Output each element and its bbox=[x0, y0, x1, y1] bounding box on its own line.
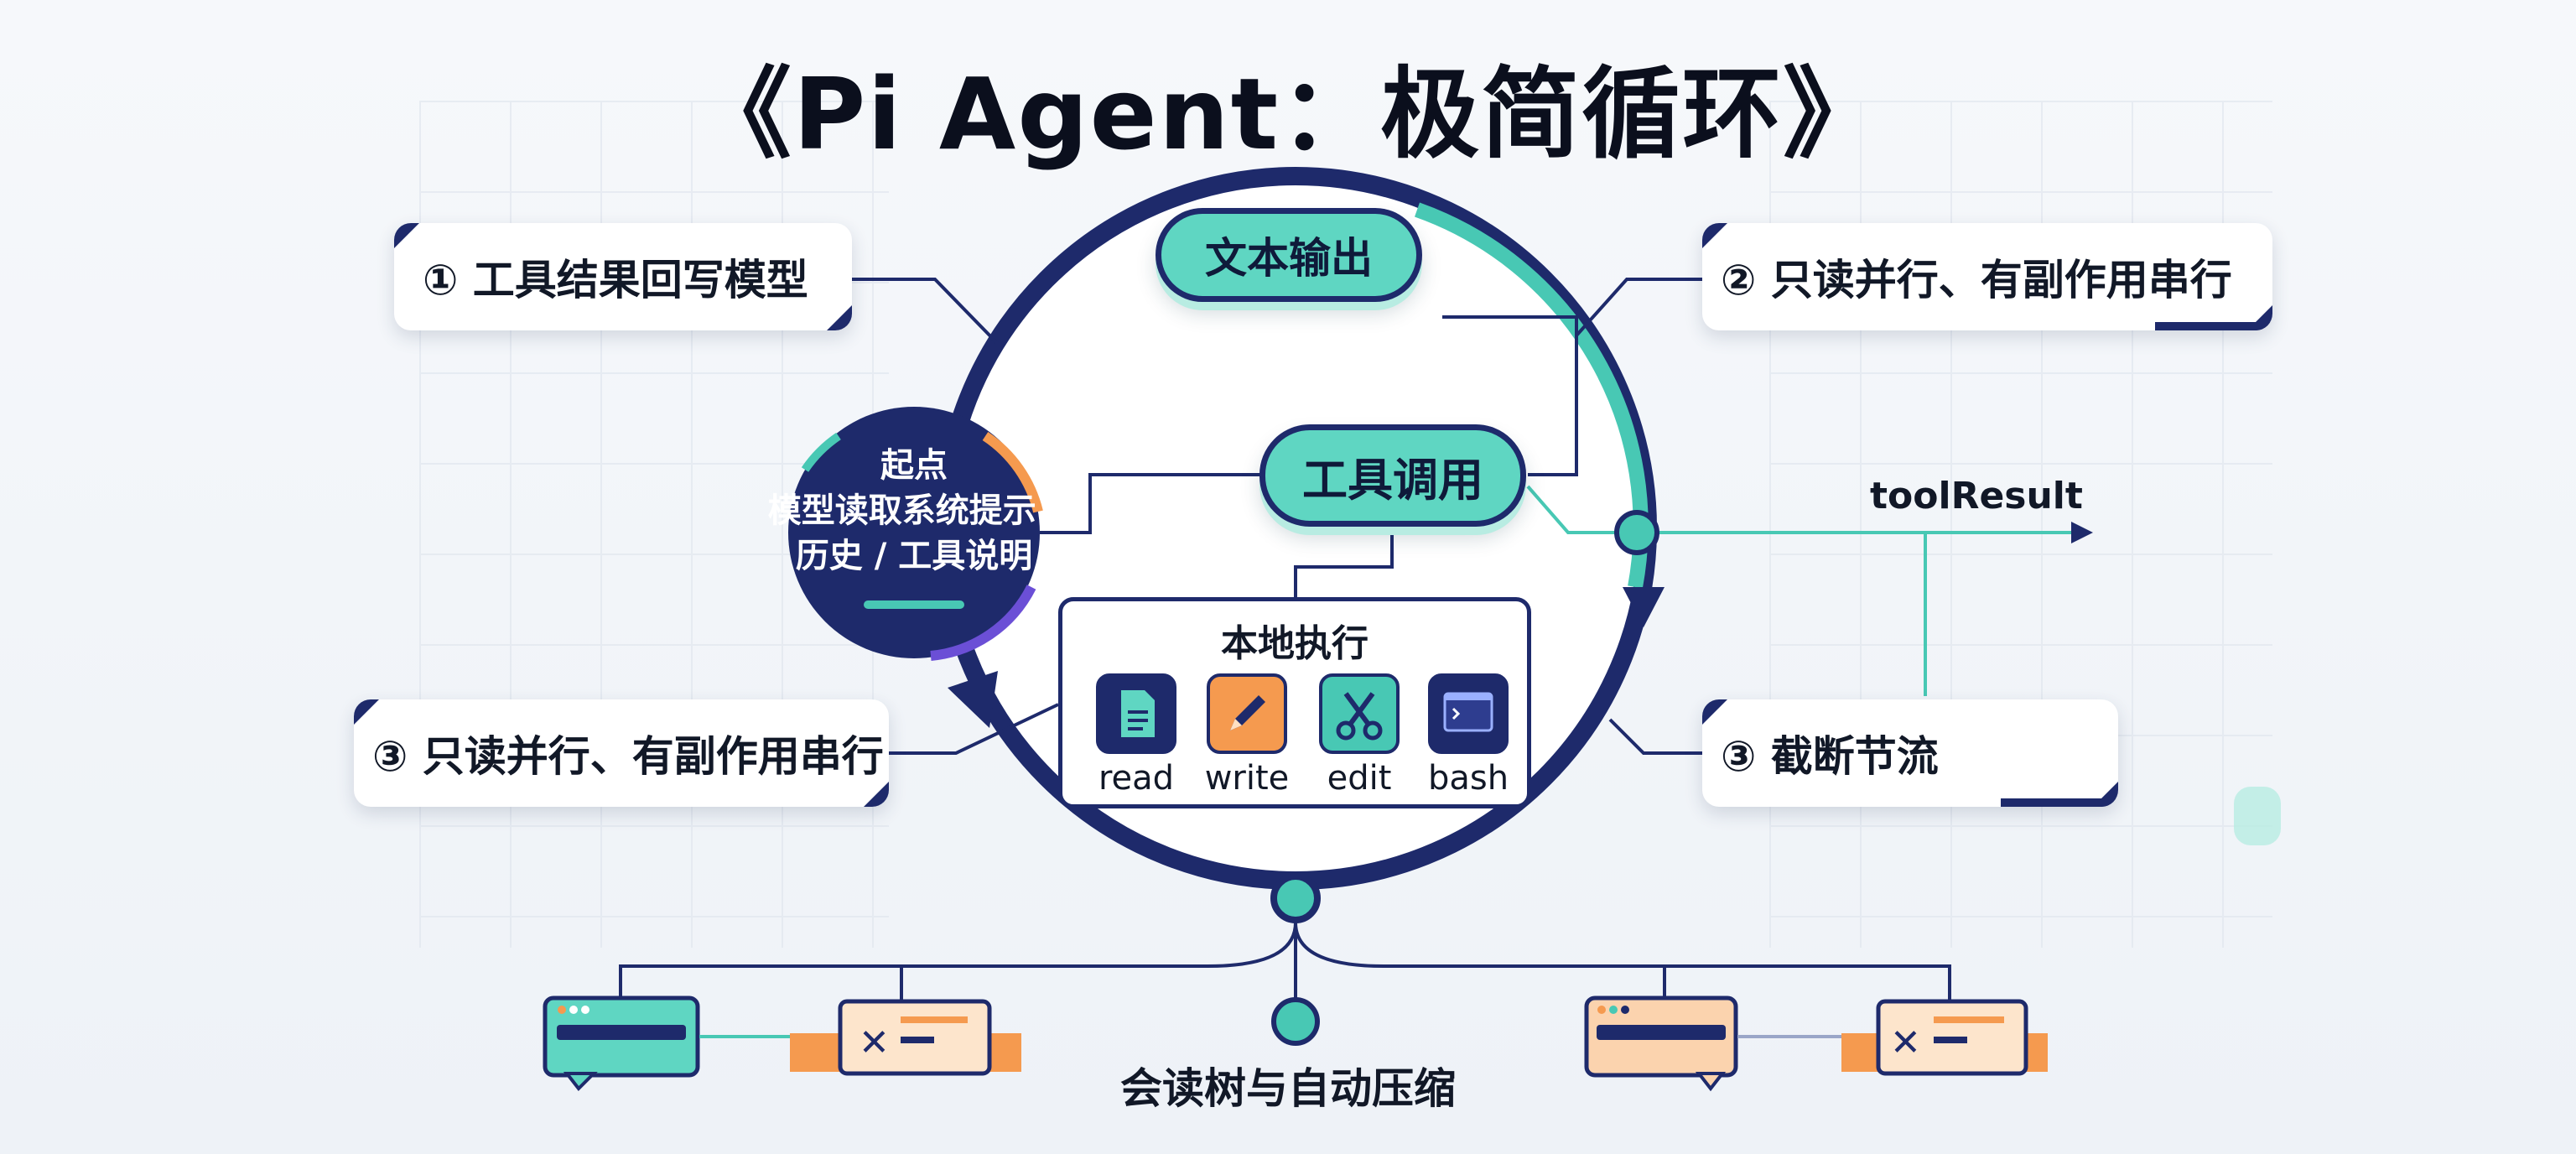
tool-result-label: toolResult bbox=[1870, 475, 2083, 517]
callout-accent bbox=[2001, 798, 2118, 807]
start-desc-line-2: 历史 / 工具说明 bbox=[795, 537, 1033, 575]
chat-bubble-right bbox=[1584, 995, 1738, 1092]
svg-text:✕: ✕ bbox=[859, 1021, 890, 1064]
tree-branch-right bbox=[1294, 922, 1951, 1003]
pencil-icon bbox=[1207, 673, 1287, 754]
page-title: 《Pi Agent：极简循环》 bbox=[692, 56, 1884, 172]
connector-bottom-right bbox=[1608, 718, 1702, 755]
start-teal-arc bbox=[801, 432, 841, 472]
decorative-shape bbox=[2234, 787, 2281, 845]
callout-accent bbox=[2155, 322, 2272, 330]
pill-text-output-label: 文本输出 bbox=[1205, 234, 1373, 283]
connector-toolcall-to-loop bbox=[1442, 315, 1578, 476]
start-node-text: 起点 模型读取系统提示 / 历史 / 工具说明 bbox=[755, 443, 1073, 579]
callout-bottom-right: ③ 截断节流 bbox=[1702, 699, 2118, 807]
tool-result-arrow bbox=[2071, 522, 2093, 543]
terminal-icon bbox=[1428, 673, 1509, 754]
pill-tool-call-label: 工具调用 bbox=[1302, 453, 1483, 507]
document-icon bbox=[1096, 673, 1176, 754]
tool-edit-label: edit bbox=[1327, 759, 1392, 798]
start-title: 起点 bbox=[880, 446, 948, 485]
pill-text-output: 文本输出 bbox=[1156, 208, 1422, 302]
tool-read-label: read bbox=[1098, 759, 1175, 798]
loop-arrow-right bbox=[1623, 587, 1665, 627]
loop-arrow-left bbox=[948, 671, 998, 728]
callout-top-right: ② 只读并行、有副作用串行 bbox=[1702, 223, 2272, 330]
chat-bubble-left bbox=[543, 995, 700, 1092]
code-window-left: ✕ bbox=[790, 999, 1021, 1076]
scissors-icon bbox=[1319, 673, 1400, 754]
start-orange-arc bbox=[982, 431, 1043, 513]
start-purple-arc bbox=[930, 585, 1036, 661]
callout-bottom-left: ③ 只读并行、有副作用串行 bbox=[354, 699, 889, 807]
tool-write-label: write bbox=[1204, 759, 1290, 798]
local-exec-title: 本地执行 bbox=[1221, 622, 1368, 665]
connector-top-right bbox=[1575, 278, 1702, 337]
tool-edit: edit bbox=[1309, 673, 1410, 798]
connector-toolcall-to-local bbox=[1294, 528, 1394, 597]
callout-top-right-label: ② 只读并行、有副作用串行 bbox=[1721, 256, 2232, 304]
tool-bash-label: bash bbox=[1427, 759, 1509, 798]
callout-top-left-label: ① 工具结果回写模型 bbox=[423, 256, 808, 304]
tool-result-node bbox=[1614, 510, 1659, 555]
connector-top-left bbox=[847, 278, 1000, 346]
callout-bottom-right-label: ③ 截断节流 bbox=[1721, 732, 1939, 781]
tree-branch-left bbox=[619, 922, 1297, 1003]
tool-result-line bbox=[1526, 485, 2088, 534]
svg-text:✕: ✕ bbox=[1890, 1021, 1921, 1064]
callout-top-left: ① 工具结果回写模型 bbox=[394, 223, 852, 330]
tree-leaf-node bbox=[1271, 997, 1320, 1046]
start-teal-bar bbox=[864, 600, 964, 609]
tool-read: read bbox=[1086, 673, 1187, 798]
bottom-label: 会读树与自动压缩 bbox=[1120, 1064, 1456, 1113]
connector-bottom-left bbox=[889, 703, 1059, 755]
start-desc-line-1: 模型读取系统提示 / bbox=[767, 491, 1061, 530]
tool-bash: bash bbox=[1418, 673, 1519, 798]
start-circle bbox=[788, 407, 1040, 658]
connector-start-to-toolcall bbox=[1040, 473, 1265, 534]
local-exec-box: 本地执行 read write bbox=[1058, 597, 1531, 808]
callout-bottom-left-label: ③ 只读并行、有副作用串行 bbox=[372, 732, 884, 781]
tree-root-node bbox=[1270, 873, 1321, 923]
code-window-right: ✕ bbox=[1841, 999, 2048, 1076]
tool-write: write bbox=[1197, 673, 1297, 798]
pill-tool-call: 工具调用 bbox=[1259, 424, 1526, 527]
